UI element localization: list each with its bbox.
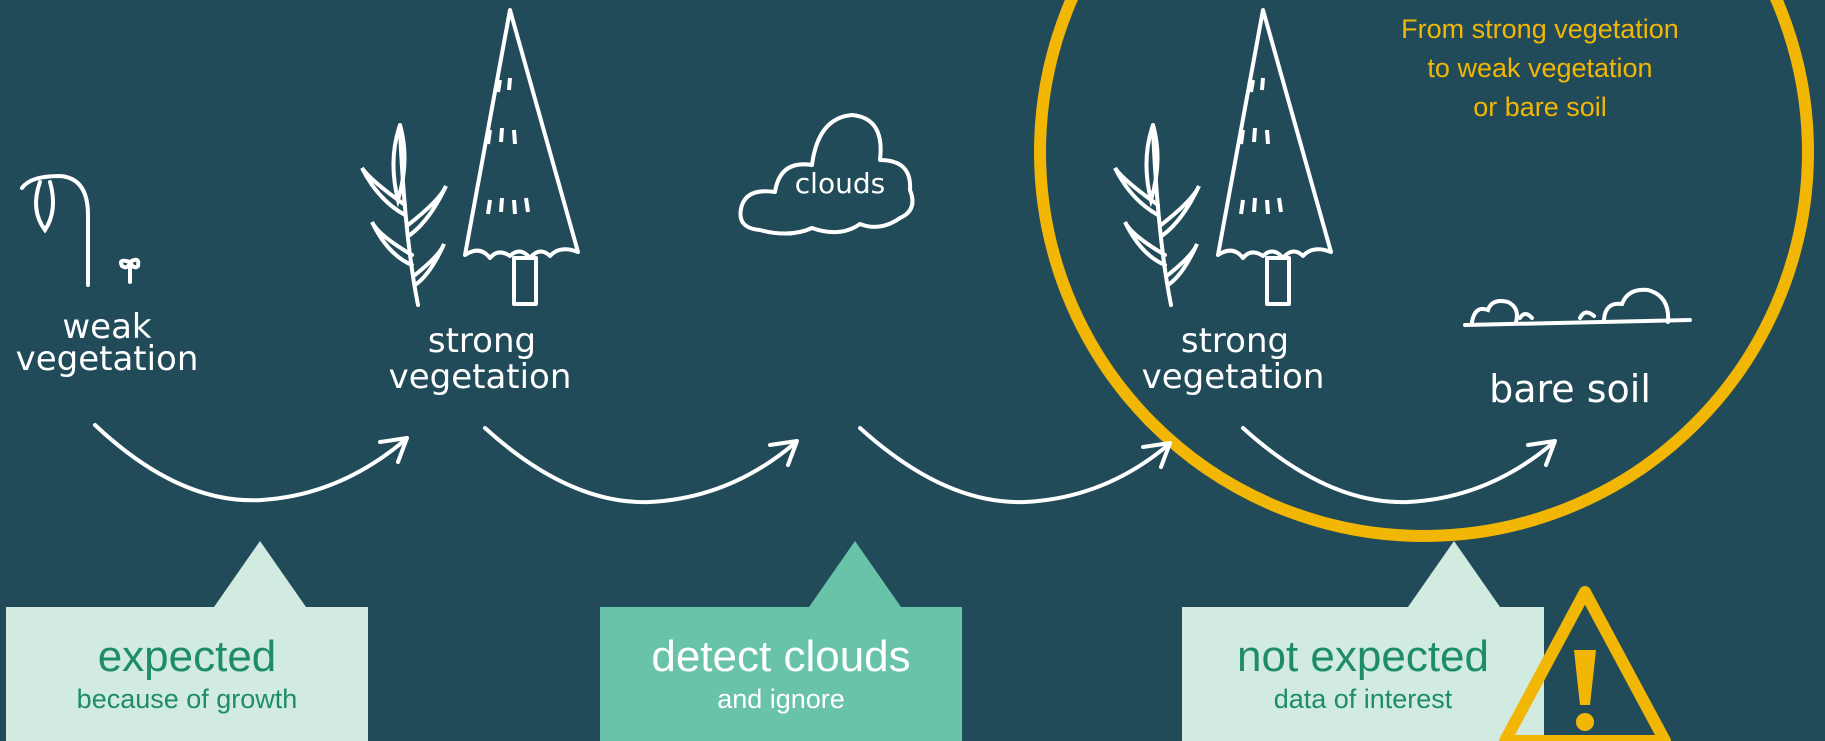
change-description: From strong vegetation to weak vegetatio… — [1345, 10, 1735, 127]
not-expected-box: not expected data of interest — [1182, 607, 1544, 741]
not-expected-title: not expected — [1237, 632, 1489, 681]
rocks-icon — [1463, 287, 1692, 327]
strong-label-2: vegetation — [389, 357, 572, 397]
callout-pointer-clouds — [809, 541, 901, 607]
leaf-icon — [1113, 123, 1201, 307]
not-expected-subtitle: data of interest — [1273, 684, 1453, 714]
pine-tree-icon — [463, 8, 580, 306]
callout-pointer-not-expected — [1408, 541, 1500, 607]
clouds-title: detect clouds — [651, 632, 911, 681]
callout-pointer-expected — [214, 541, 306, 607]
strong-label-1: strong — [428, 321, 536, 361]
expected-box: expected because of growth — [6, 607, 368, 741]
change-line-2: to weak vegetation — [1427, 53, 1653, 83]
change-line-1: From strong vegetation — [1401, 14, 1679, 44]
cloud-icon — [738, 113, 915, 236]
leaf-icon — [360, 123, 448, 307]
expected-subtitle: because of growth — [76, 684, 298, 714]
highlight-circle — [1034, 0, 1814, 542]
arrow-icon — [1241, 426, 1557, 505]
bare-soil-label: bare soil — [1489, 367, 1651, 411]
clouds-subtitle: and ignore — [717, 684, 845, 714]
weak-label-2: vegetation — [16, 339, 199, 379]
clouds-box: detect clouds and ignore — [600, 607, 962, 741]
arrow-icon — [93, 423, 409, 503]
weak-label-1: weak — [62, 307, 152, 347]
arrow-icon — [858, 426, 1172, 505]
strong2-label-1: strong — [1181, 321, 1289, 361]
arrow-icon — [483, 426, 799, 505]
strong2-label-2: vegetation — [1142, 357, 1325, 397]
sprout-icon — [20, 173, 141, 287]
pine-tree-icon — [1216, 8, 1333, 306]
change-line-3: or bare soil — [1473, 92, 1607, 122]
expected-title: expected — [97, 632, 277, 681]
clouds-label: clouds — [795, 167, 885, 200]
